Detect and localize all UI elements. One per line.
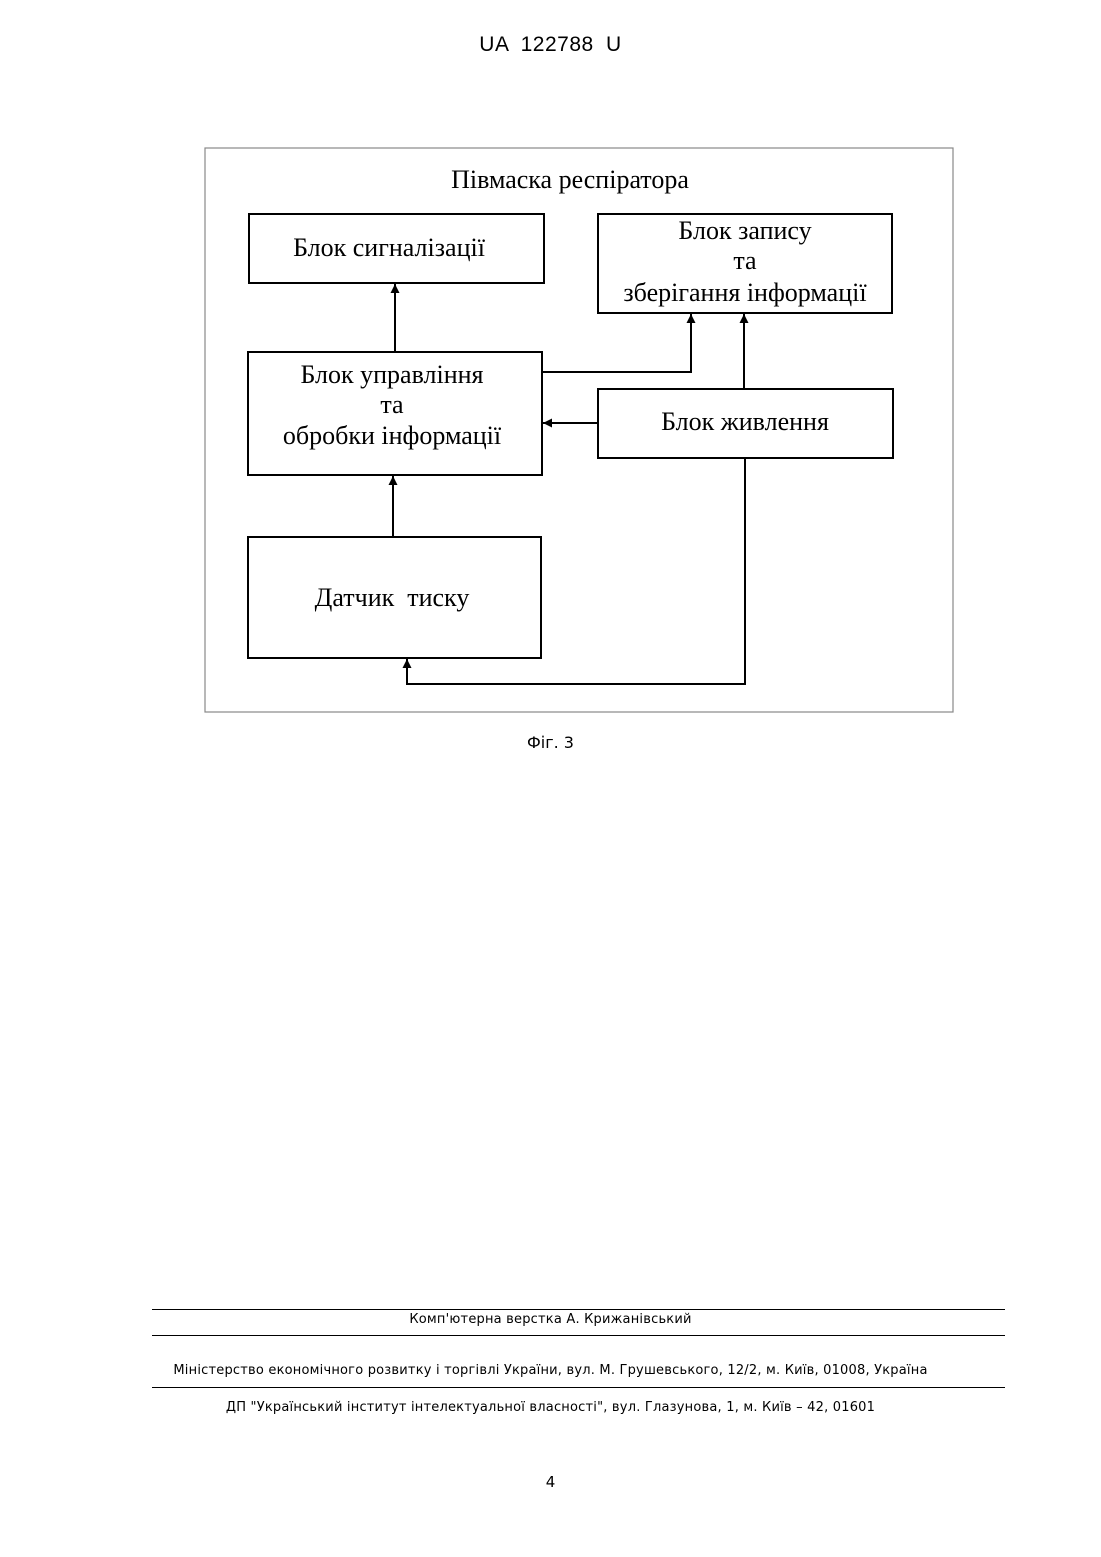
record-block-label-line1: Блок запису (678, 216, 811, 245)
footer-divider-top (152, 1309, 1005, 1310)
sensor-block-label: Датчик тиску (315, 583, 470, 612)
power-block-label: Блок живлення (661, 407, 829, 436)
control-block-label-line1: Блок управління (300, 360, 483, 389)
arrow-power-to-sensor (407, 458, 745, 684)
footer-ministry: Міністерство економічного розвитку і тор… (0, 1363, 1101, 1378)
record-block-label-line2: та (733, 246, 757, 275)
footer-institute: ДП "Український інститут інтелектуальної… (0, 1400, 1101, 1415)
footer-divider-bottom (152, 1387, 1005, 1388)
document-id-header: UA 122788 U (0, 33, 1101, 57)
diagram-title: Півмаска респіратора (451, 165, 689, 194)
record-block-label-line3: зберігання інформації (623, 278, 867, 307)
arrow-control-to-record (542, 314, 691, 372)
footer-layout-credit: Комп'ютерна верстка А. Крижанівський (0, 1312, 1101, 1327)
figure-caption: Фіг. 3 (0, 733, 1101, 752)
block-diagram: Півмаска респіратора Блок сигналізації Б… (204, 147, 955, 714)
control-block-label-line2: та (380, 390, 404, 419)
page-number: 4 (0, 1473, 1101, 1491)
signal-block-label: Блок сигналізації (293, 233, 486, 262)
control-block-label-line3: обробки інформації (283, 421, 502, 450)
footer-divider-middle (152, 1335, 1005, 1336)
